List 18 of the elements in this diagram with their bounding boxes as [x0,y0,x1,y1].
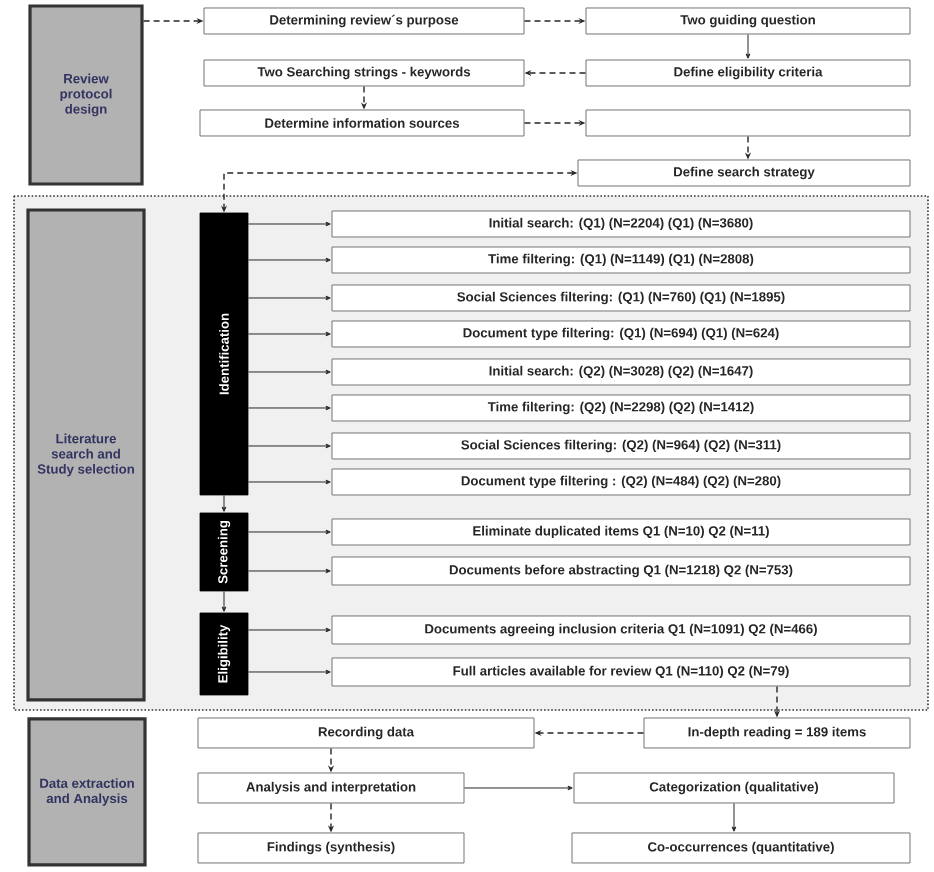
arrow [247,443,331,449]
arrow [247,295,331,301]
arrow [247,257,331,263]
arrow [247,479,331,485]
arrow [221,590,227,612]
arrow [247,369,331,375]
arrow [221,494,227,512]
arrow [731,802,737,832]
arrow [247,627,331,633]
arrow [247,405,331,411]
arrow [247,529,331,535]
process-box [585,109,911,137]
arrow [247,568,331,574]
arrow [464,785,573,791]
arrow [247,221,331,227]
arrow [745,34,751,59]
arrow [247,669,331,675]
arrow [247,331,331,337]
